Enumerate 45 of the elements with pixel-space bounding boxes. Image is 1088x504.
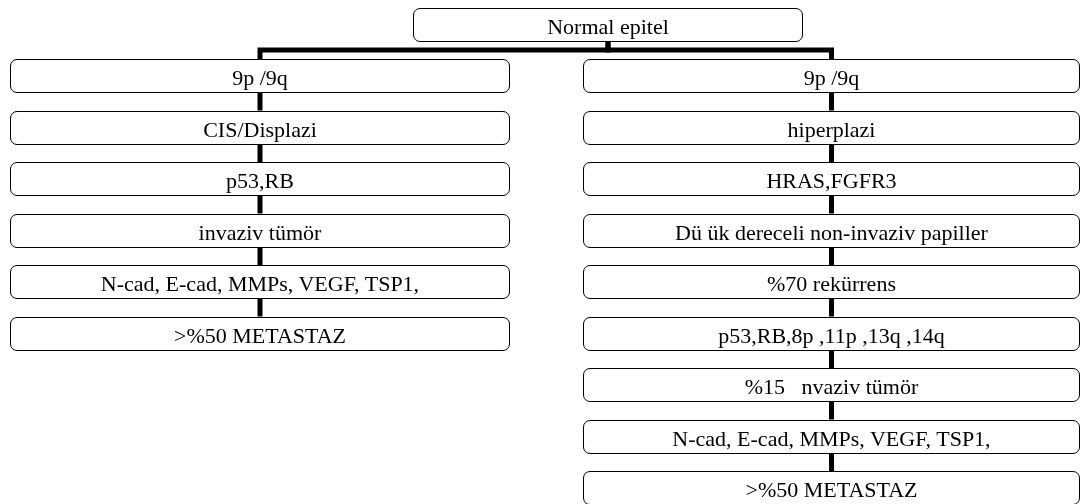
- process-box: [583, 59, 1080, 93]
- connector-line: [257, 247, 263, 265]
- connector-line: [257, 299, 263, 317]
- box-label: p53,RB,8p ,11p ,13q ,14q: [718, 322, 945, 349]
- process-box: [10, 213, 510, 248]
- box-label: hiperplazi: [787, 116, 876, 143]
- process-box: [583, 162, 1080, 196]
- box-label: N-cad, E-cad, MMPs, VEGF, TSP1,: [100, 271, 420, 297]
- process-box: [10, 59, 510, 93]
- connector-line: [829, 196, 834, 214]
- process-box: [583, 265, 1080, 299]
- connector-line: [257, 196, 263, 214]
- box-label: Normal epitel: [547, 14, 669, 40]
- process-box: [583, 110, 1080, 145]
- process-box: [10, 110, 510, 145]
- process-box: [583, 419, 1080, 454]
- connector-line: [257, 144, 263, 162]
- box-label: >%50 METASTAZ: [745, 477, 918, 503]
- box-label: %15 nvaziv tümör: [744, 374, 919, 400]
- connector-line: [829, 247, 834, 265]
- box-label: p53,RB: [226, 168, 294, 194]
- process-box: [413, 8, 803, 42]
- box-label: Dü ük dereceli non-invaziv papiller: [675, 219, 988, 246]
- process-box: [583, 213, 1080, 248]
- connector-line: [829, 144, 834, 162]
- box-label: 9p /9q: [232, 65, 288, 91]
- process-box: [583, 471, 1080, 504]
- box-label: 9p /9q: [803, 65, 860, 91]
- box-label: >%50 METASTAZ: [173, 322, 346, 349]
- process-box: [583, 316, 1080, 351]
- box-label: N-cad, E-cad, MMPs, VEGF, TSP1,: [672, 425, 991, 452]
- box-label: CIS/Displazi: [203, 116, 317, 143]
- connector-line: [829, 93, 834, 111]
- process-box: [583, 368, 1080, 402]
- box-label: %70 rekürrens: [767, 271, 896, 297]
- process-box: [10, 316, 510, 351]
- process-box: [10, 162, 510, 196]
- connector-line: [829, 350, 834, 368]
- box-label: HRAS,FGFR3: [766, 168, 897, 194]
- process-box: [10, 265, 510, 299]
- connector-line: [829, 402, 834, 420]
- connector-line: [605, 42, 834, 59]
- box-label: invaziv tümör: [198, 219, 322, 246]
- connector-line: [257, 93, 263, 111]
- connector-line: [829, 299, 834, 317]
